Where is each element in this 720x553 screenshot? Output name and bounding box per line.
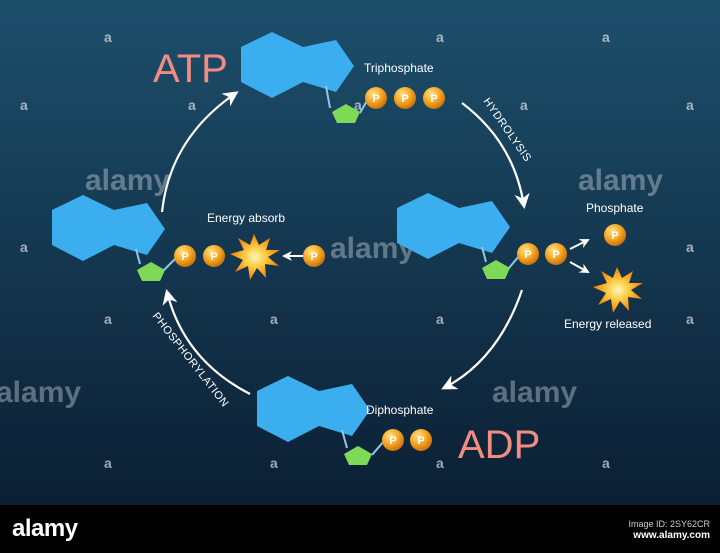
phosphate-ball-icon [303,245,325,267]
watermark-mark: a [602,29,610,45]
released-phosphate-icon [604,224,626,246]
stock-footer-bar: alamy Image ID: 2SY62CR www.alamy.com [0,505,720,553]
adenine-hexagon-icon [397,193,459,259]
base-link [135,248,141,265]
adenine-pentagon-icon [319,384,370,436]
atp-label: ATP [153,47,228,91]
triphosphate-label: Triphosphate [364,61,434,75]
adenine-hexagon-icon [241,32,303,98]
sugar-link [371,440,385,456]
watermark-mark: a [686,97,694,113]
site-url-text: www.alamy.com [633,530,710,541]
adenine-pentagon-icon [459,201,510,253]
adenine-pentagon-icon [114,203,165,255]
base-link [341,429,348,449]
ribose-sugar-icon [344,446,372,465]
energy-absorb-label: Energy absorb [207,211,285,225]
phosphate-ball-icon [382,429,404,451]
phosphate-ball-icon [203,245,225,267]
watermark-mark: a [354,97,362,113]
ribose-sugar-icon [137,262,165,281]
watermark-mark: a [104,311,112,327]
image-id-text: Image ID: 2SY62CR [628,519,710,529]
arrow-to-adp [441,289,524,390]
energy-released-label: Energy released [564,317,651,331]
watermark-layer: alamy alamy alamy alamy alamy a a a a a … [0,29,694,471]
phosphate-symbol: P [524,249,531,261]
energy-release-molecule: P P P [397,193,643,313]
watermark-mark: a [270,311,278,327]
image-id-block: Image ID: 2SY62CR www.alamy.com [628,518,710,542]
adenine-pentagon-icon [303,40,354,92]
phosphate-ball-icon [423,87,445,109]
watermark-text: alamy [0,376,81,409]
ribose-sugar-icon [482,260,510,279]
phosphate-label: Phosphate [586,201,644,215]
base-link [325,85,331,109]
arrow-to-atp [160,91,239,213]
watermark-mark: a [602,455,610,471]
phosphate-ball-icon [545,243,567,265]
adenine-hexagon-icon [257,376,319,442]
diphosphate-chain: P P [382,429,432,451]
cycle-arrows [160,91,530,395]
phosphate-symbol: P [210,251,217,263]
watermark-mark: a [520,97,528,113]
watermark-mark: a [20,239,28,255]
watermark-text: alamy [85,164,170,197]
phosphate-symbol: P [417,435,424,447]
phosphate-symbol: P [389,435,396,447]
watermark-text: alamy [492,376,577,409]
sugar-link [163,257,177,271]
phosphorylation-arrow [162,289,251,395]
cycle-diagram: alamy alamy alamy alamy alamy a a a a a … [0,0,720,505]
adenine-hexagon-icon [52,195,114,261]
watermark-mark: a [270,455,278,471]
phosphate-symbol: P [372,93,379,105]
phosphate-ball-icon [174,245,196,267]
diphosphate-label: Diphosphate [366,403,434,417]
phosphate-symbol: P [310,251,317,263]
atp-molecule: P P P [241,32,445,123]
phosphate-symbol: P [181,251,188,263]
ribose-sugar-icon [332,104,360,123]
phosphate-ball-icon [394,87,416,109]
watermark-mark: a [20,97,28,113]
energy-absorb-molecule: P P P [52,195,325,281]
adp-label: ADP [458,423,540,467]
watermark-mark: a [436,311,444,327]
hydrolysis-arrow [461,102,530,210]
watermark-mark: a [686,239,694,255]
triphosphate-chain: P P P [365,87,445,109]
phosphate-ball-icon [365,87,387,109]
base-link [481,246,487,263]
phosphate-ball-icon [517,243,539,265]
alamy-logo: alamy [12,515,78,542]
watermark-mark: a [686,311,694,327]
phosphate-symbol: P [401,93,408,105]
phosphate-symbol: P [552,249,559,261]
phosphate-ball-icon [410,429,432,451]
released-energy-burst-icon [593,267,643,313]
phosphate-symbol: P [611,230,618,242]
watermark-mark: a [436,29,444,45]
sugar-link [508,255,520,269]
energy-release-arrow [569,261,590,273]
phosphate-release-arrow [569,239,590,250]
phosphate-symbol: P [430,93,437,105]
watermark-mark: a [104,455,112,471]
energy-burst-icon [230,234,280,280]
watermark-mark: a [188,97,196,113]
adp-molecule: P P [257,376,432,465]
watermark-mark: a [104,29,112,45]
watermark-text: alamy [578,164,663,197]
watermark-mark: a [436,455,444,471]
